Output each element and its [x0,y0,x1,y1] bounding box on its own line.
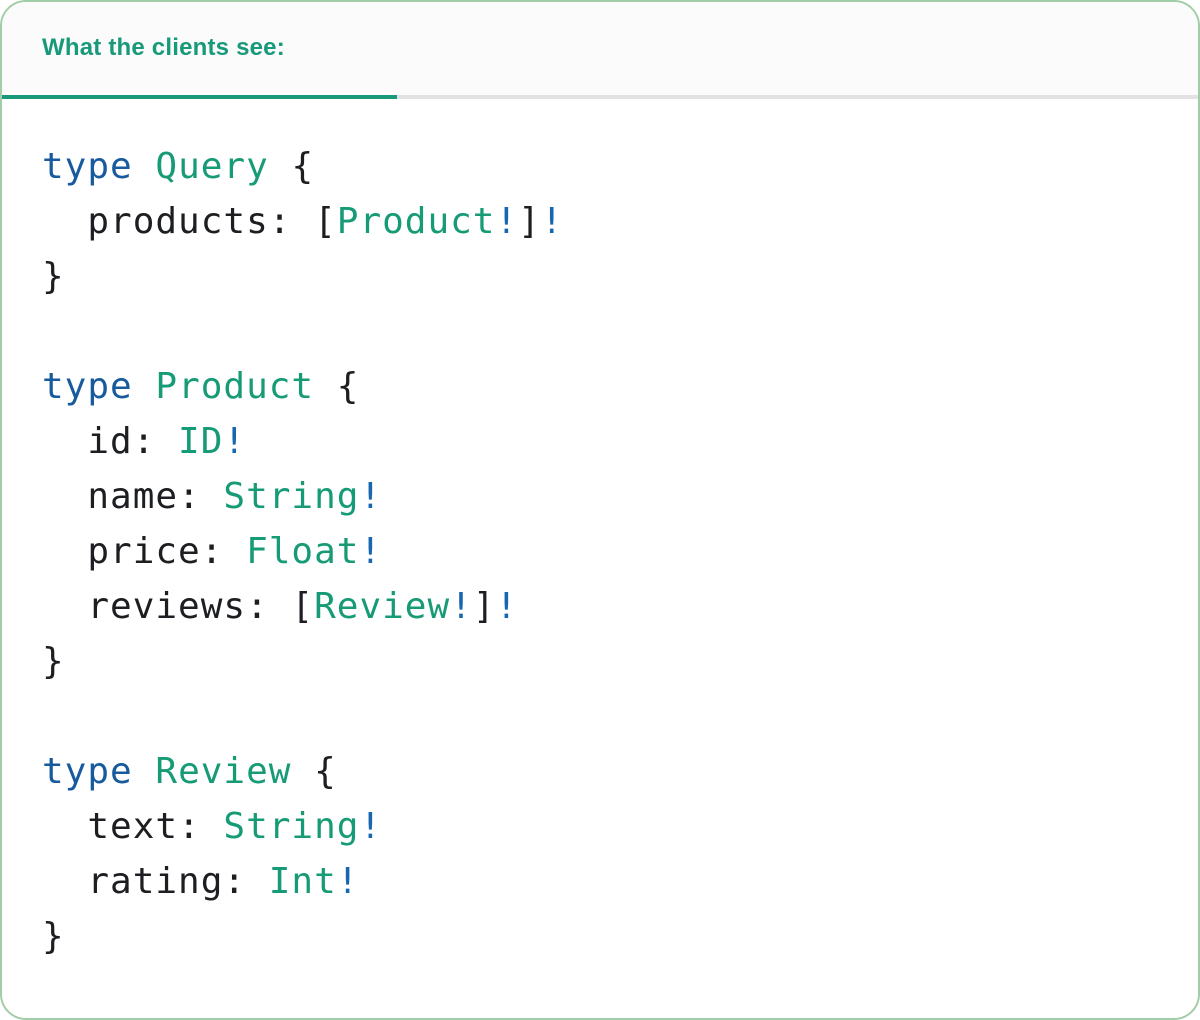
code-token-plain: ] [518,201,541,242]
active-tab-underline [2,95,397,99]
code-line: } [42,249,1158,304]
code-token-plain: } [42,256,65,297]
code-token-type: Product [336,201,496,242]
code-token-plain: text: [42,806,224,847]
code-token-type: Float [246,531,360,572]
code-token-keyword: type [42,146,133,187]
code-token-plain: name: [42,476,224,517]
code-line: reviews: [Review!]! [42,579,1158,634]
code-token-bang: ! [336,861,360,902]
code-line: rating: Int! [42,854,1158,909]
code-token-bang: ! [359,531,383,572]
code-token-plain: ] [472,586,496,627]
code-token-bang: ! [359,476,383,517]
code-token-bang: ! [359,806,383,847]
graphql-schema-code: type Query { products: [Product!]!} type… [2,99,1198,964]
code-line: id: ID! [42,414,1158,469]
code-token-plain: price: [42,531,247,572]
code-token-type: String [223,476,360,517]
code-line: text: String! [42,799,1158,854]
code-token-bang: ! [223,421,247,462]
code-token-plain: } [42,641,65,682]
code-token-type: Query [155,146,269,187]
tab-underline-track [2,95,1198,99]
code-line: type Product { [42,359,1158,414]
code-token-keyword: type [42,751,133,792]
code-token-bang: ! [495,586,519,627]
code-token-plain [133,751,156,792]
code-token-type: Product [155,366,315,407]
code-token-bang: ! [450,586,473,627]
code-line: name: String! [42,469,1158,524]
code-line: } [42,634,1158,689]
code-line: type Review { [42,744,1158,799]
code-token-type: Review [314,586,451,627]
code-token-plain [133,366,156,407]
code-token-bang: ! [540,201,564,242]
code-line [42,304,1158,359]
code-line: type Query { [42,139,1158,194]
code-token-plain [133,146,156,187]
code-token-plain: { [291,751,337,792]
code-token-plain: reviews: [ [42,586,315,627]
code-line [42,689,1158,744]
code-token-type: Int [268,861,337,902]
code-line: } [42,909,1158,964]
code-line: products: [Product!]! [42,194,1158,249]
tab-bar: What the clients see: [2,2,1198,99]
code-token-plain: id: [42,421,179,462]
code-token-type: Review [155,751,292,792]
code-token-plain: rating: [42,861,269,902]
code-token-keyword: type [42,366,133,407]
code-token-plain: { [268,146,315,187]
code-token-plain: } [42,916,65,957]
code-token-plain: products: [ [42,201,337,242]
tab-what-clients-see[interactable]: What the clients see: [2,2,397,99]
code-token-bang: ! [495,201,519,242]
code-token-plain: { [314,366,360,407]
code-token-type: String [223,806,360,847]
code-token-type: ID [178,421,224,462]
code-line: price: Float! [42,524,1158,579]
tab-label: What the clients see: [42,33,285,61]
